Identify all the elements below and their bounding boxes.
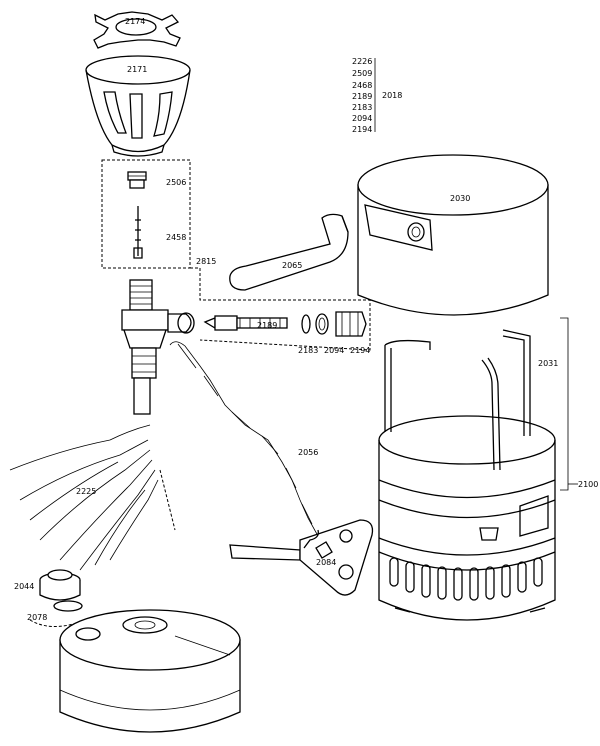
washer-2183 [301,314,311,334]
kit-item-6: 2094 [352,114,372,123]
label-2030: 2030 [450,194,470,203]
label-2171: 2171 [127,65,147,74]
pot-support-rods-2031 [384,329,531,471]
label-2094: 2094 [324,346,344,355]
kit-item-2: 2509 [352,69,372,78]
needle-2458 [133,206,143,259]
nut-2194 [335,311,367,337]
label-2031: 2031 [538,359,558,368]
spindle-2189 [203,315,288,331]
windscreen-cup-2171 [85,55,191,157]
label-2044: 2044 [14,582,34,591]
burner-frame-2100 [378,415,556,621]
label-2078: 2078 [27,613,47,622]
wick-2225 [9,424,176,571]
kit-label-2018: 2018 [382,91,402,100]
pot-2030 [357,154,549,316]
valve-cap-2044 [39,569,81,601]
label-2506: 2506 [166,178,186,187]
fuel-tank [59,609,241,733]
label-2084: 2084 [316,558,336,567]
seal-2094 [315,313,329,335]
kit-item-3: 2468 [352,81,372,90]
o-ring-2078 [53,600,83,612]
label-2189: 2189 [257,321,277,330]
label-2183: 2183 [298,346,318,355]
kit-item-7: 2194 [352,125,372,134]
kit-item-1: 2226 [352,57,372,66]
kit-item-5: 2183 [352,103,372,112]
ventilation-slots [389,557,543,601]
pot-support-2174 [93,11,181,49]
label-2065: 2065 [282,261,302,270]
label-2815: 2815 [196,257,216,266]
label-2194: 2194 [350,346,370,355]
burner-valve-2815 [121,279,195,415]
part-labels: 2174 2171 2506 2458 2815 2189 2183 2094 … [14,17,598,622]
chain-2056 [169,341,319,537]
label-2458: 2458 [166,233,186,242]
label-2056: 2056 [298,448,318,457]
label-2174: 2174 [125,17,145,26]
label-2225: 2225 [76,487,96,496]
jet-2506 [127,171,147,189]
handle-2065 [229,213,349,291]
key-tool-2084 [229,519,374,596]
kit-item-4: 2189 [352,92,372,101]
label-2100: 2100 [578,480,598,489]
